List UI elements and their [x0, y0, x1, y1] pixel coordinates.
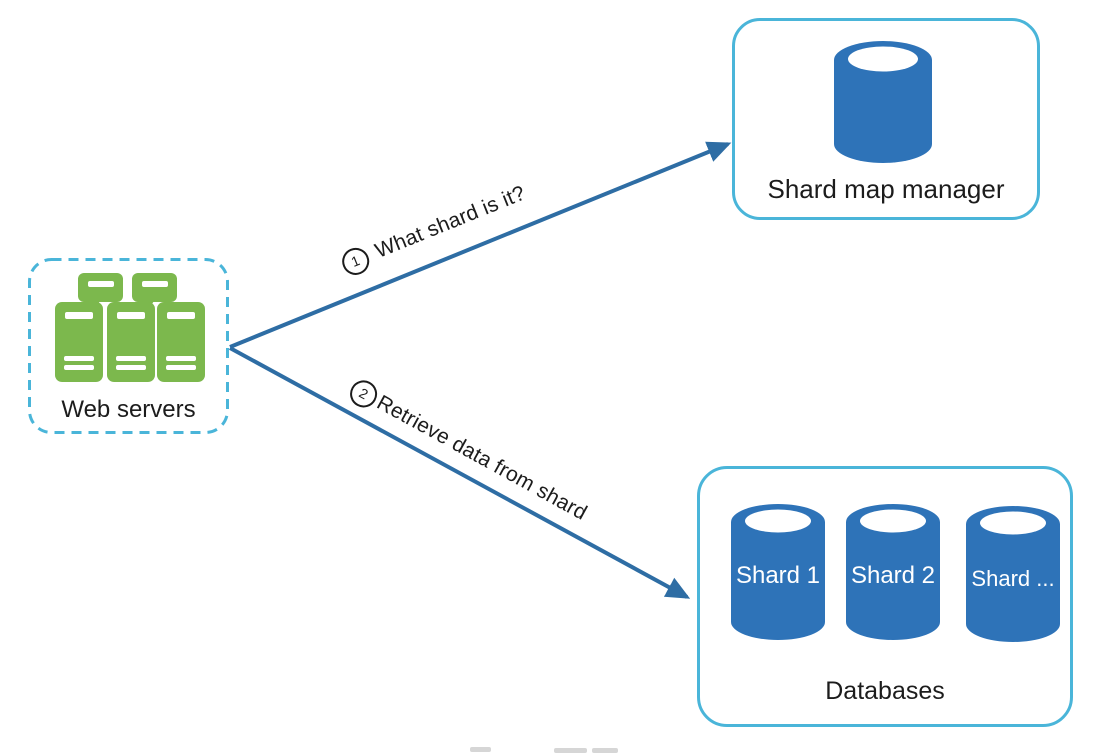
tower-bar	[116, 356, 146, 361]
shard-1-label: Shard 1	[735, 562, 821, 589]
tower-bar	[166, 356, 196, 361]
shard-1-cylinder-icon: Shard 1	[731, 504, 825, 640]
shard-2-label: Shard 2	[850, 562, 936, 589]
cropped-caption-fragment	[470, 747, 491, 752]
tower-bar	[64, 365, 94, 370]
tower-bar	[65, 312, 93, 319]
database-cylinder-icon	[834, 41, 932, 163]
server-tower-icon	[107, 302, 155, 382]
web-servers-group: Web servers	[28, 258, 229, 434]
tower-bar	[64, 356, 94, 361]
arrow-what-shard	[229, 141, 732, 349]
tower-bar	[167, 312, 195, 319]
bubble-bar	[88, 281, 114, 287]
cropped-caption-fragment	[592, 748, 618, 753]
shard-n-label: Shard ...	[971, 566, 1055, 591]
cropped-caption-fragment	[554, 748, 587, 753]
web-servers-label: Web servers	[61, 396, 196, 423]
bubble-bar	[142, 281, 168, 287]
arrow-1-text: What shard is it?	[371, 181, 529, 263]
arrow-2-annotation: 2 Retrieve data from shard	[345, 375, 592, 528]
arrow-1-annotation: 1 What shard is it?	[337, 180, 530, 279]
server-tower-icon	[157, 302, 205, 382]
server-bubble-icon	[78, 273, 123, 302]
shard-map-manager-group: Shard map manager	[732, 18, 1040, 220]
tower-bar	[116, 365, 146, 370]
shard-map-manager-label: Shard map manager	[767, 174, 1005, 204]
dashed-border	[28, 258, 229, 434]
arrow-2-text: Retrieve data from shard	[372, 390, 591, 525]
server-tower-icon	[55, 302, 103, 382]
tower-bar	[117, 312, 145, 319]
tower-bar	[166, 365, 196, 370]
databases-group: Shard 1 Shard 2 Shard ... Databases	[697, 466, 1073, 727]
step-1-number-circle: 1	[337, 243, 374, 279]
arrow-retrieve-data	[229, 346, 691, 599]
databases-label: Databases	[825, 677, 945, 705]
shard-2-cylinder-icon: Shard 2	[846, 504, 940, 640]
shard-n-cylinder-icon: Shard ...	[966, 506, 1060, 642]
server-bubble-icon	[132, 273, 177, 302]
